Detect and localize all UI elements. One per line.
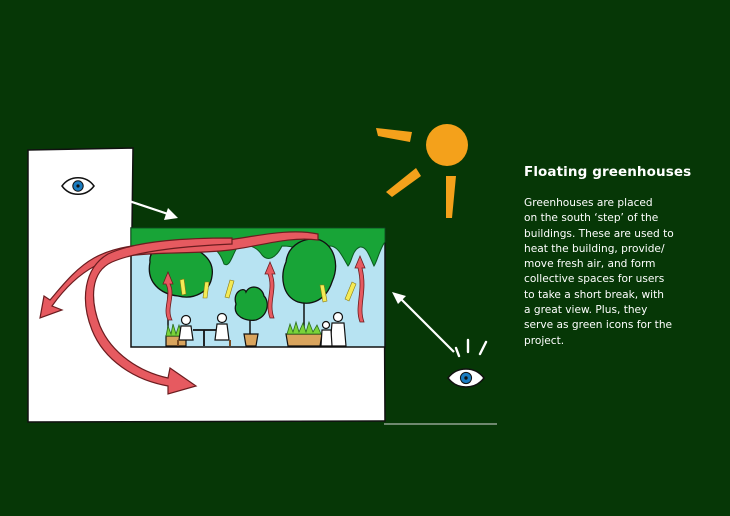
warm-air-rising-arrows xyxy=(162,254,366,323)
caption-line: on the south ‘step’ of the xyxy=(524,212,659,225)
surprise-marks xyxy=(454,338,488,358)
eye-icon xyxy=(447,368,485,388)
caption-line: collective spaces for users xyxy=(524,273,665,286)
tree-middle xyxy=(234,286,268,347)
caption-line: serve as green icons for the xyxy=(524,319,673,332)
view-arrow xyxy=(392,292,455,353)
eye-icon xyxy=(61,177,95,195)
caption-line: move fresh air, and form xyxy=(524,258,656,271)
warm-air-distribution-arrows xyxy=(39,231,319,395)
people-standing xyxy=(320,311,347,347)
caption-line: heat the building, provide/ xyxy=(524,242,665,255)
caption: Floating greenhouses Greenhouses are pla… xyxy=(524,164,714,349)
caption-line: to take a short break, with xyxy=(524,288,664,301)
caption-title: Floating greenhouses xyxy=(524,164,692,180)
caption-line: Greenhouses are placed xyxy=(524,197,653,209)
view-arrow xyxy=(107,192,178,220)
sun-icon xyxy=(376,124,468,218)
people-at-table xyxy=(177,312,231,346)
planter-right xyxy=(285,333,323,347)
sunbeams xyxy=(179,278,357,303)
caption-line: a great view. Plus, they xyxy=(524,304,648,317)
caption-line: project. xyxy=(524,334,565,347)
caption-line: buildings. These are used to xyxy=(524,227,674,240)
caption-body: Greenhouses are placed on the south ‘ste… xyxy=(524,196,714,349)
planter-middle xyxy=(243,333,259,347)
